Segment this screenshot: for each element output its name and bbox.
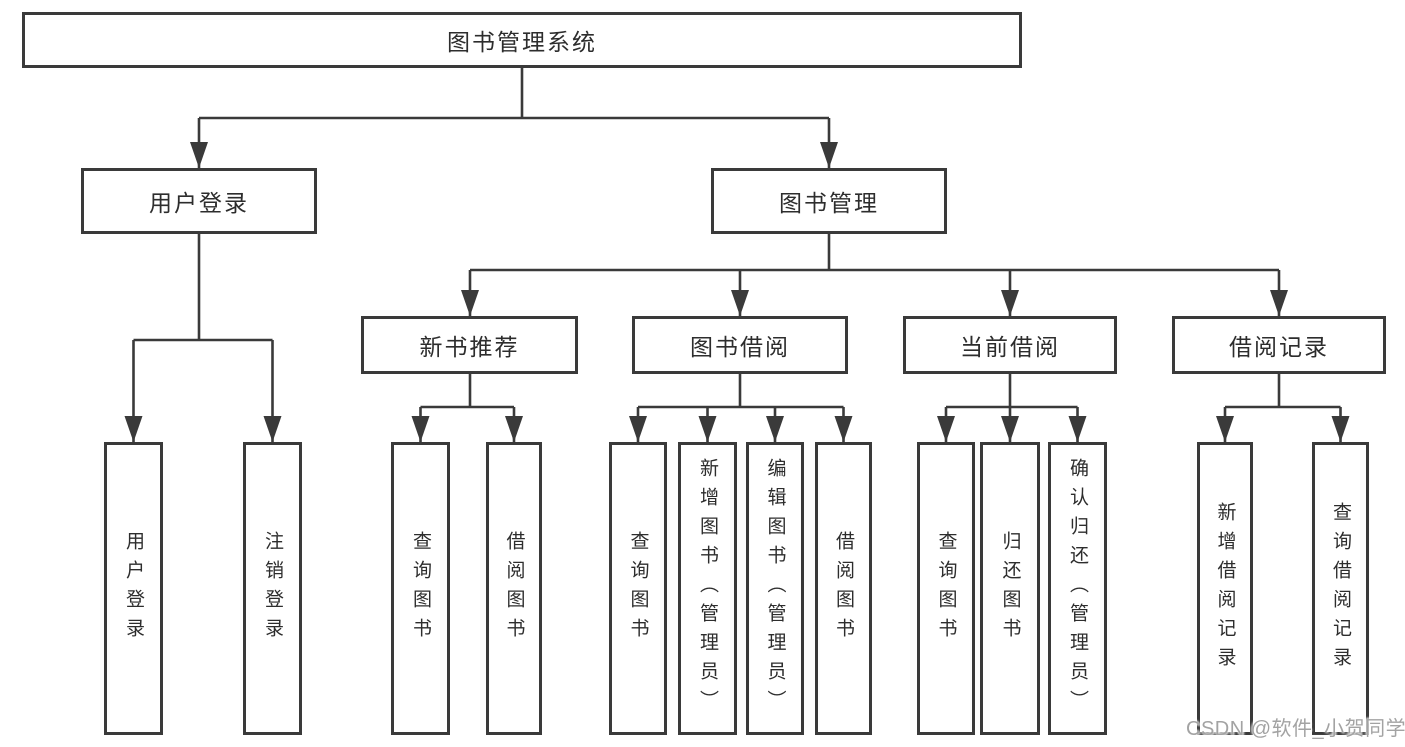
leaf-user-login: 用户登录: [104, 442, 163, 735]
leaf-query-book-current: 查询图书: [917, 442, 975, 735]
leaf-query-borrow-record: 查询借阅记录: [1312, 442, 1369, 735]
connector-bookborrow-branch: [638, 374, 844, 409]
node-book-borrow: 图书借阅: [632, 316, 848, 374]
leaf-logout-login: 注销登录: [243, 442, 302, 735]
connector-newbookrec-branch: [420, 374, 514, 409]
node-new-book-recommend: 新书推荐: [361, 316, 578, 374]
node-current-borrow: 当前借阅: [903, 316, 1117, 374]
leaf-edit-book-admin: 编辑图书（管理员）: [746, 442, 804, 735]
connector-borrowrecord-branch: [1225, 374, 1341, 409]
connector-bookmgmt-branch: [470, 234, 1279, 272]
node-library-system: 图书管理系统: [22, 12, 1022, 68]
leaf-query-book-borrow: 查询图书: [609, 442, 667, 735]
leaf-confirm-return-admin: 确认归还（管理员）: [1048, 442, 1107, 735]
leaf-add-borrow-record: 新增借阅记录: [1197, 442, 1253, 735]
leaf-query-book-recommend: 查询图书: [391, 442, 450, 735]
leaf-borrow-book: 借阅图书: [815, 442, 872, 735]
connector-currentborrow-branch: [946, 374, 1078, 409]
leaf-borrow-book-recommend: 借阅图书: [486, 442, 542, 735]
connector-root-branch: [199, 68, 829, 120]
node-user-login: 用户登录: [81, 168, 317, 234]
leaf-add-book-admin: 新增图书（管理员）: [678, 442, 737, 735]
connector-userlogin-branch: [133, 234, 273, 342]
csdn-watermark: CSDN @软件_小贺同学: [1186, 718, 1405, 740]
node-borrow-record: 借阅记录: [1172, 316, 1386, 374]
leaf-return-book: 归还图书: [980, 442, 1040, 735]
node-book-management: 图书管理: [711, 168, 947, 234]
